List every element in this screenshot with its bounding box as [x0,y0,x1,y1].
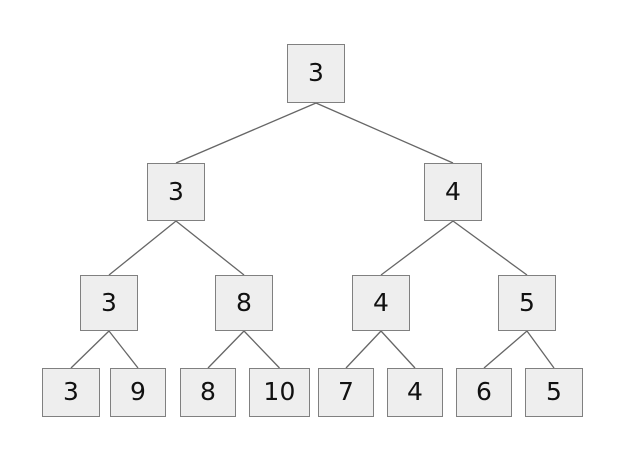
tree-edge-n6-n14 [526,330,555,369]
tree-node-label: 3 [100,287,118,317]
tree-node-n8[interactable]: 9 [110,368,166,417]
tree-node-n7[interactable]: 3 [42,368,100,417]
tree-edge-n2-n6 [452,220,528,276]
tree-edge-n5-n12 [380,330,416,369]
tree-node-label: 8 [199,377,217,406]
tree-node-label: 3 [62,377,80,406]
tree-node-label: 7 [337,377,355,406]
tree-edge-n3-n7 [70,330,110,369]
tree-node-n14[interactable]: 5 [525,368,583,417]
tree-node-n13[interactable]: 6 [456,368,512,417]
tree-node-n4[interactable]: 8 [215,275,273,331]
tree-node-n12[interactable]: 4 [387,368,443,417]
tree-node-label: 3 [167,176,185,206]
tree-edge-n0-n1 [175,102,317,164]
tree-node-n9[interactable]: 8 [180,368,236,417]
tree-node-label: 4 [406,377,424,406]
tree-node-label: 8 [235,287,253,317]
tree-edge-n1-n4 [175,220,245,276]
tree-node-n11[interactable]: 7 [318,368,374,417]
tree-node-n0[interactable]: 3 [287,44,345,103]
tree-edge-n3-n8 [108,330,139,369]
tree-node-n6[interactable]: 5 [498,275,556,331]
tree-node-n2[interactable]: 4 [424,163,482,221]
tree-node-n10[interactable]: 10 [249,368,310,417]
tree-edge-n4-n10 [243,330,280,369]
tree-node-label: 5 [545,377,563,406]
tree-node-n5[interactable]: 4 [352,275,410,331]
tree-node-label: 10 [263,377,296,406]
tree-node-label: 3 [307,58,325,87]
tree-node-label: 5 [518,287,536,317]
tree-node-n1[interactable]: 3 [147,163,205,221]
tree-edge-n1-n3 [108,220,177,276]
tree-edge-n5-n11 [345,330,382,369]
tree-edge-n2-n5 [380,220,454,276]
tree-node-label: 4 [372,287,390,317]
tree-edge-n4-n9 [207,330,245,369]
tree-edge-n6-n13 [483,330,528,369]
tree-edge-n0-n2 [315,102,454,164]
tree-node-label: 4 [444,176,462,206]
tree-node-n3[interactable]: 3 [80,275,138,331]
tree-node-label: 9 [129,377,147,406]
tree-node-label: 6 [475,377,493,406]
